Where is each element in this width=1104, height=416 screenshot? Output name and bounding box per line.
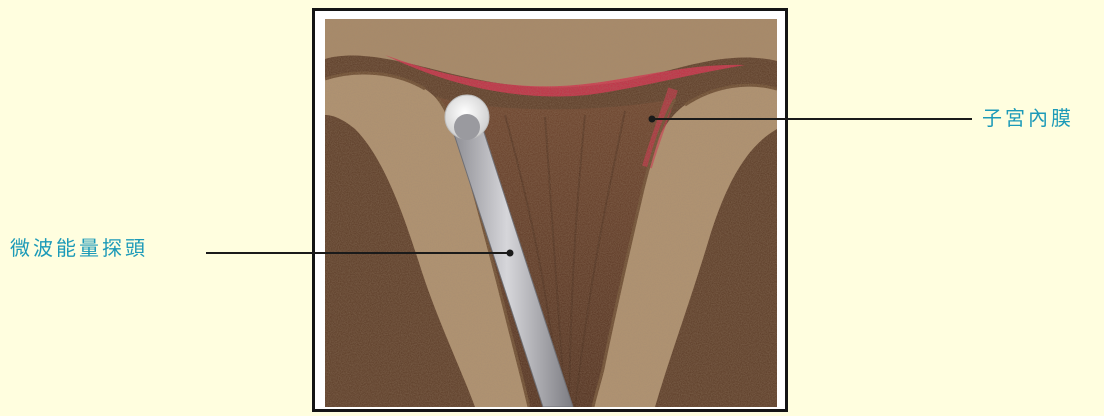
uterus-cross-section-illustration [325, 19, 777, 407]
probe-label: 微波能量探頭 [10, 236, 148, 260]
illustration-frame [312, 8, 788, 412]
endometrium-label: 子宮內膜 [982, 106, 1074, 130]
probe-tip-core [454, 114, 480, 140]
